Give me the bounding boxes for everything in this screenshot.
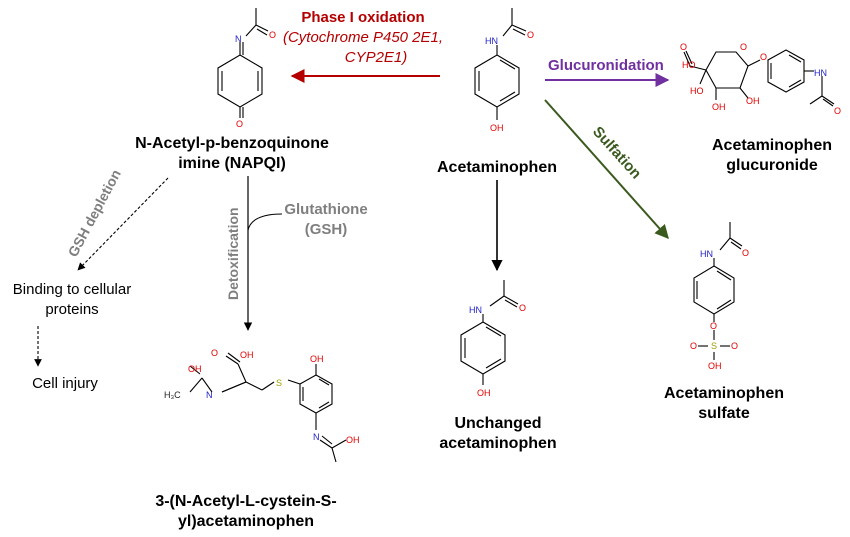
napqi-label-line2: imine (NAPQI) [178, 155, 286, 172]
sulfate-structure: HN O O S O O OH [690, 222, 749, 371]
glucuronide-nh: HN [814, 68, 827, 78]
glutathione-label-line1: Glutathione [284, 201, 367, 218]
glucuronide-oh-1: HO [690, 86, 704, 96]
conjugate-amide-n: N [313, 432, 320, 442]
glucuronide-structure: HO O O O HO OH OH HN O [680, 42, 841, 116]
napqi-label-line1: N-Acetyl-p-benzoquinone [135, 135, 329, 152]
conjugate-label-line2: yl)acetaminophen [178, 513, 314, 530]
acetaminophen-carbonyl-o: O [527, 30, 534, 40]
glucuronidation-label: Glucuronidation [548, 57, 664, 74]
sulfate-oh: OH [708, 361, 722, 371]
gsh-depletion-label: GSH depletion [65, 167, 124, 260]
phase1-enzyme-line1: (Cytochrome P450 2E1, [283, 29, 443, 46]
conjugate-acid-oh: OH [240, 350, 254, 360]
binding-label-line2: proteins [45, 301, 98, 318]
conjugate-acid-o: O [211, 348, 218, 358]
glucuronide-carbonyl-o: O [834, 106, 841, 116]
glutathione-connector [247, 213, 283, 231]
glucuronide-oh-3: OH [746, 96, 760, 106]
glucuronide-ether-o: O [760, 52, 767, 62]
glucuronide-label-line1: Acetaminophen [712, 137, 832, 154]
conjugate-structure: OH S O OH N OH H₃C N OH [164, 348, 360, 463]
glucuronide-oh-2: OH [712, 102, 726, 112]
phase1-enzyme-line2: CYP2E1) [345, 49, 408, 66]
sulfation-label: Sulfation [589, 123, 645, 182]
gsh-depletion-arrow [77, 177, 169, 271]
unchanged-label-line2: acetaminophen [439, 435, 556, 452]
acetaminophen-oh: OH [490, 123, 504, 133]
conjugate-imine-oh: OH [188, 364, 202, 374]
conjugate-s: S [276, 378, 282, 388]
sulfate-nh: HN [700, 249, 713, 259]
napqi-quinone-o: O [236, 119, 243, 129]
acetaminophen-nh: HN [485, 36, 498, 46]
sulfate-o-right: O [731, 341, 738, 351]
sulfate-carbonyl-o: O [742, 248, 749, 258]
conjugate-label-line1: 3-(N-Acetyl-L-cystein-S- [155, 493, 336, 510]
sulfate-o-left: O [690, 341, 697, 351]
napqi-structure: N O O [217, 8, 276, 129]
napqi-n: N [235, 34, 242, 44]
binding-label-line1: Binding to cellular [13, 281, 131, 298]
glucuronide-label-line2: glucuronide [726, 157, 818, 174]
phase1-title: Phase I oxidation [301, 9, 424, 26]
napqi-carbonyl-o: O [269, 30, 276, 40]
conjugate-phenol-oh: OH [310, 354, 324, 364]
sulfate-label-line1: Acetaminophen [664, 385, 784, 402]
acetaminophen-structure: HN O OH [474, 8, 534, 133]
glucuronide-acid-o: O [680, 42, 687, 52]
glucuronide-acid-oh: HO [682, 60, 696, 70]
unchanged-oh: OH [477, 388, 491, 398]
unchanged-carbonyl-o: O [519, 303, 526, 313]
conjugate-amide-oh: OH [346, 435, 360, 445]
acetaminophen-label: Acetaminophen [437, 159, 557, 176]
detoxification-label: Detoxification [225, 207, 241, 300]
sulfate-ester-o: O [710, 321, 717, 331]
glutathione-label-line2: (GSH) [305, 221, 348, 238]
cell-injury-label: Cell injury [32, 375, 98, 392]
sulfate-label-line2: sulfate [698, 405, 750, 422]
conjugate-n: N [206, 390, 213, 400]
sulfation-arrow [544, 99, 669, 240]
unchanged-structure: HN O OH [460, 280, 526, 398]
unchanged-nh: HN [469, 305, 482, 315]
glucuronide-ring-o: O [740, 42, 747, 52]
unchanged-label-line1: Unchanged [454, 415, 541, 432]
conjugate-methyl: H₃C [164, 390, 181, 400]
sulfate-s: S [711, 341, 717, 351]
